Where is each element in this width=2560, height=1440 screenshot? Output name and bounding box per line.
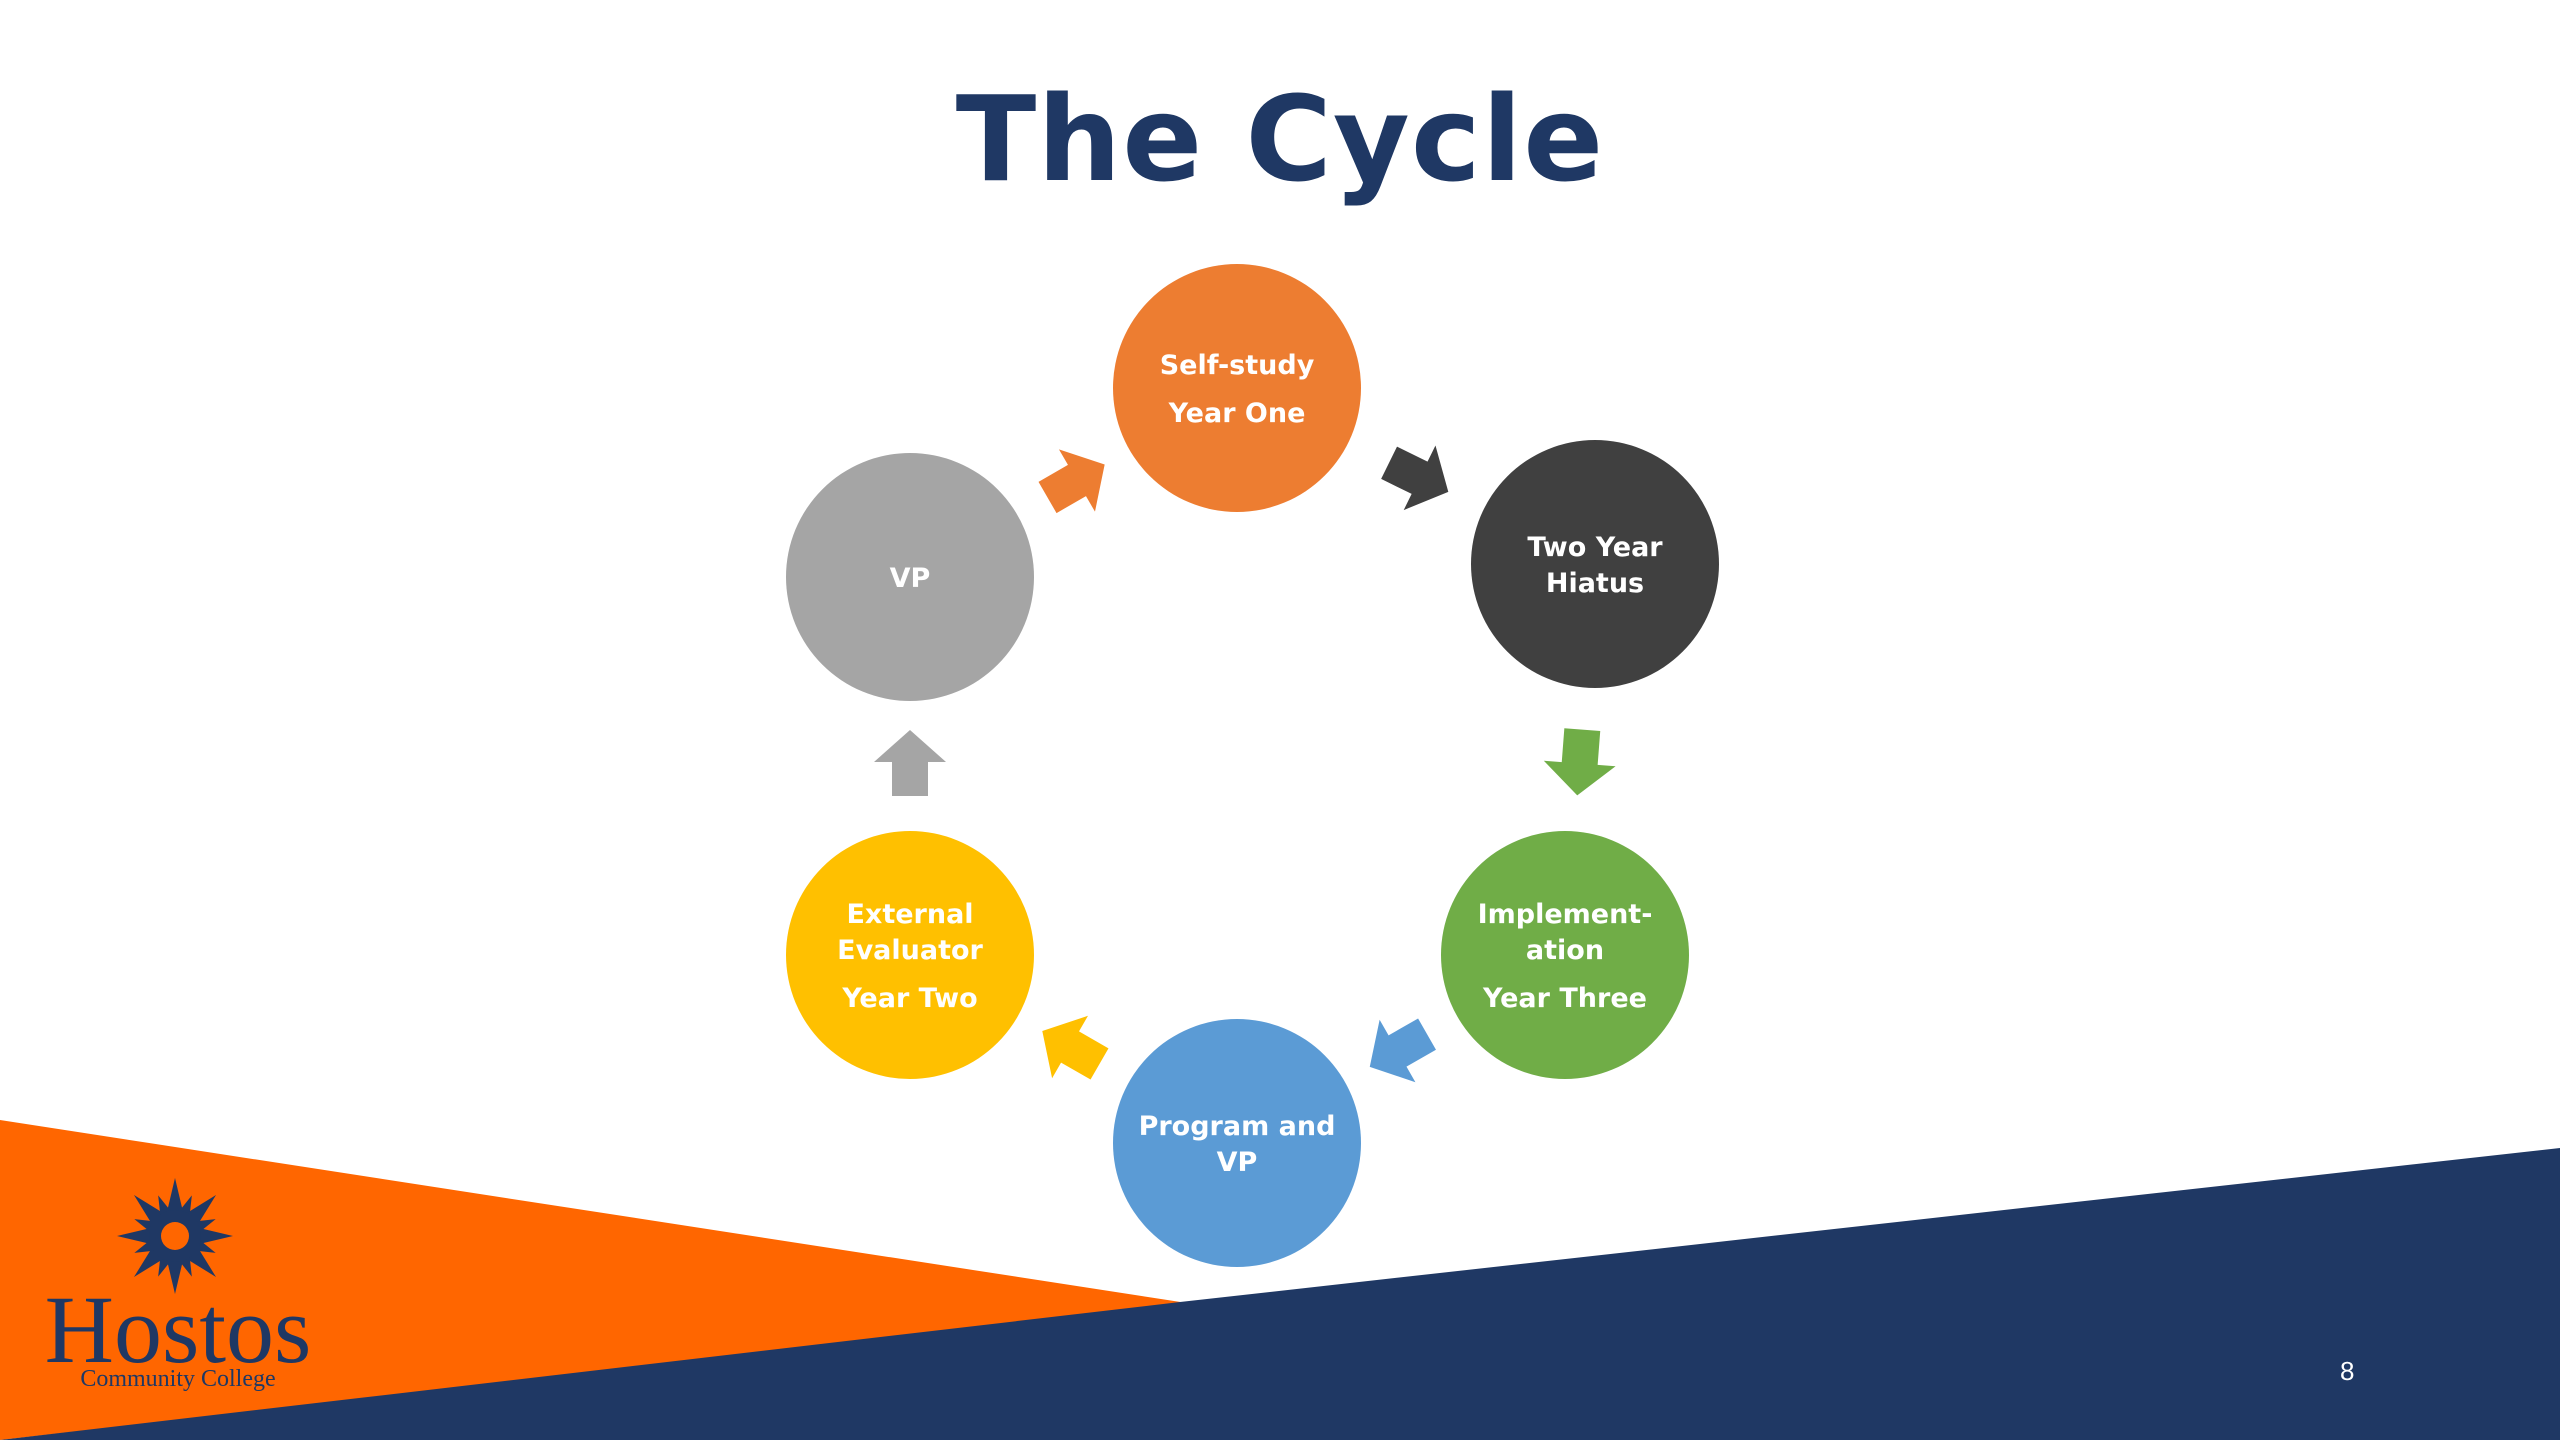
cycle-node-label: Evaluator — [837, 935, 983, 966]
navy-band — [0, 1148, 2560, 1440]
cycle-node-label: Two Year — [1527, 532, 1663, 563]
cycle-arrow — [1042, 1015, 1109, 1080]
cycle-node-label: Implement- — [1478, 899, 1653, 930]
sun-center — [161, 1222, 189, 1250]
arrows-layer — [874, 445, 1616, 1083]
cycle-arrow — [1369, 1018, 1436, 1083]
cycle-arrow — [874, 730, 946, 796]
cycle-node-circle — [1113, 264, 1361, 512]
cycle-node-label: Year Two — [841, 983, 977, 1014]
cycle-node-label: VP — [1217, 1147, 1258, 1178]
sun-compass-icon — [117, 1178, 233, 1294]
cycle-arrow — [1543, 728, 1616, 796]
sun-ray — [166, 1178, 184, 1216]
cycle-node-label: VP — [890, 563, 931, 594]
cycle-node-label: Year Three — [1482, 983, 1647, 1014]
cycle-node-circle — [786, 453, 1034, 701]
cycle-node-vp: VP — [786, 453, 1034, 701]
orange-band — [0, 1120, 1200, 1440]
logo-subtitle: Community College — [80, 1366, 275, 1392]
cycle-node-label: Self-study — [1160, 350, 1315, 381]
sun-ray — [195, 1227, 233, 1245]
cycle-node-circle — [1471, 440, 1719, 688]
cycle-node-circle — [1113, 1019, 1361, 1267]
cycle-node-label: Year One — [1168, 398, 1306, 429]
cycle-node-label: ation — [1526, 935, 1604, 966]
cycle-node-circle — [786, 831, 1034, 1079]
cycle-node-circle — [1441, 831, 1689, 1079]
cycle-node-label: Hiatus — [1546, 568, 1644, 599]
cycle-arrow — [1038, 449, 1105, 514]
sun-ray — [166, 1256, 184, 1294]
cycle-node-label: Program and — [1139, 1111, 1336, 1142]
sun-ray — [117, 1227, 155, 1245]
logo-name: Hostos — [45, 1276, 312, 1383]
cycle-node-label: External — [846, 899, 973, 930]
page-number: 8 — [2340, 1356, 2355, 1386]
cycle-arrow — [1381, 445, 1449, 511]
slide-title: The Cycle — [955, 70, 1605, 208]
